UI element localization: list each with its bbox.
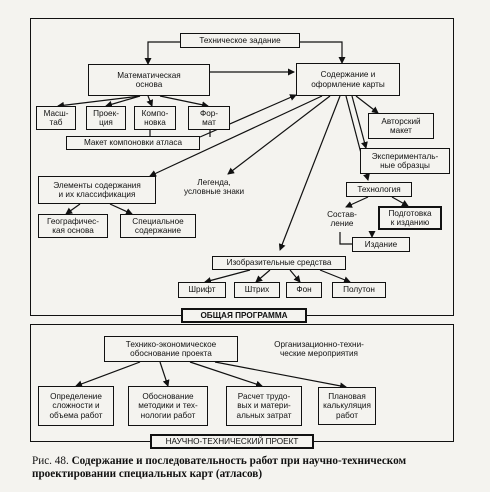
technology-box: Технология (346, 182, 412, 197)
arrow-atlas-to-content (199, 94, 297, 138)
publishing-prep-box: Подготовка к изданию (378, 206, 442, 230)
visual-means-box: Изобразительные средства (212, 256, 346, 270)
compilation-box: Состав- ление (327, 209, 357, 228)
arrow-tech-to-compilation (345, 196, 369, 208)
author-layout-box: Авторский макет (368, 113, 434, 139)
link-edition-side (339, 232, 352, 245)
arrow-visual-to-bg (289, 269, 301, 283)
figure-caption-text: Содержание и последовательность работ пр… (32, 455, 407, 480)
arrow-techecon-to-complexity (75, 361, 141, 388)
general-program-label: ОБЩАЯ ПРОГРАММА (181, 308, 307, 323)
org-tech-box: Организационно-техни- ческие мероприятия (274, 339, 364, 358)
content-elements-box: Элементы содержания и их классификация (38, 176, 156, 204)
background-box: Фон (286, 282, 322, 298)
legend-box: Легенда, условные знаки (183, 177, 245, 196)
arrow-elements-to-special (109, 203, 133, 215)
tech-task-box: Техническое задание (180, 33, 300, 48)
font-box: Шрифт (178, 282, 226, 298)
experimental-box: Эксперименталь- ные образцы (360, 148, 450, 174)
figure-caption: Рис. 48. Содержание и последовательность… (32, 455, 484, 481)
layout-box: Компо- новка (134, 106, 176, 130)
arrow-content-to-visual (278, 95, 341, 251)
arrow-content-to-elements (149, 95, 323, 177)
arrow-math-to-format (159, 95, 209, 109)
methodology-box: Обоснование методики и тех- нологии рабо… (128, 386, 208, 426)
format-box: Фор- мат (188, 106, 230, 130)
arrow-tech-to-prep (391, 196, 409, 207)
planned-calc-box: Плановая калькуляция работ (318, 387, 376, 425)
sci-tech-project-label: НАУЧНО-ТЕХНИЧЕСКИЙ ПРОЕКТ (150, 434, 314, 449)
complexity-box: Определение сложности и объема работ (38, 386, 114, 426)
projection-box: Проек- ция (86, 106, 126, 130)
arrow-visual-to-font (204, 269, 251, 284)
arrow-content-to-legend (227, 95, 331, 175)
arrow-task-to-content (300, 41, 346, 64)
arrow-visual-to-halftone (319, 269, 351, 284)
atlas-layout-box: Макет компоновки атласа (66, 136, 200, 150)
arrow-task-to-math (144, 41, 180, 65)
halftone-box: Полутон (332, 282, 386, 298)
arrow-techecon-to-methodology (159, 361, 170, 387)
arrow-visual-to-hatch (255, 269, 271, 283)
special-content-box: Специальное содержание (120, 214, 196, 238)
arrow-elements-to-geo (65, 203, 81, 215)
edition-box: Издание (352, 237, 410, 252)
arrow-content-to-experimental (351, 95, 368, 149)
content-design-box: Содержание и оформление карты (296, 63, 400, 96)
arrow-content-to-author (355, 95, 379, 114)
figure-number: Рис. 48. (32, 455, 69, 467)
labor-calc-box: Расчет трудо- вых и матери- альных затра… (226, 386, 302, 426)
scale-box: Масш- таб (36, 106, 76, 130)
arrow-math-to-scale (57, 95, 141, 109)
geo-basis-box: Географичес- кая основа (38, 214, 108, 238)
arrow-math-to-projection (105, 95, 141, 108)
tech-econ-box: Технико-экономическое обоснование проект… (104, 336, 238, 362)
arrow-techecon-to-planned (214, 361, 347, 390)
arrow-math-to-layout (146, 95, 154, 107)
math-basis-box: Математическая основа (88, 64, 210, 96)
hatch-box: Штрих (234, 282, 280, 298)
arrow-techecon-to-labor (189, 361, 263, 388)
